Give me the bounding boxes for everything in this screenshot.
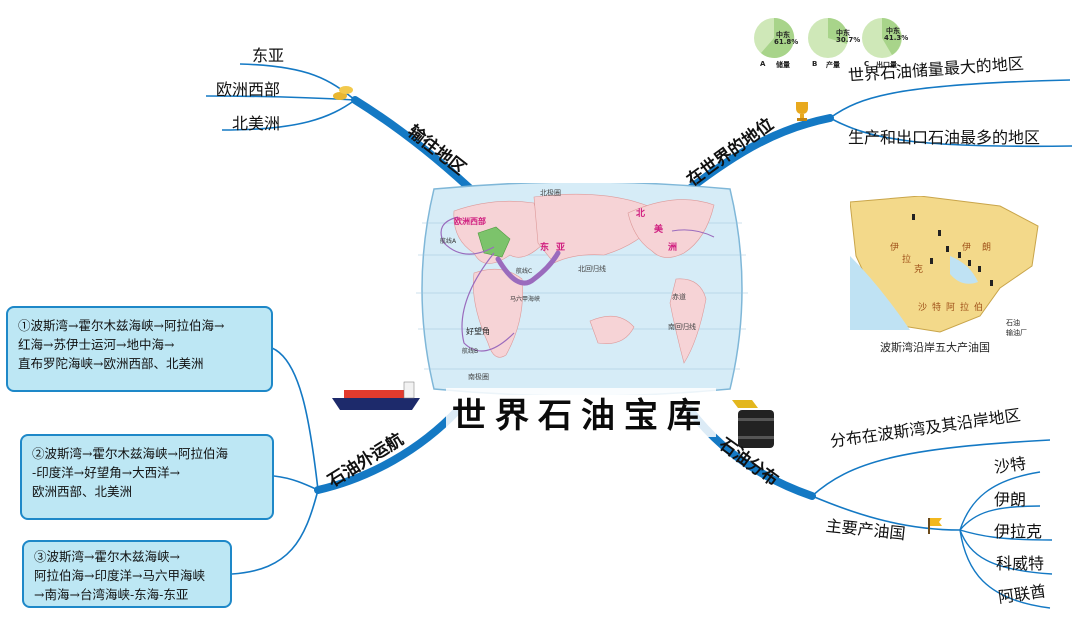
route-3-line-2: 阿拉伯海→印度洋→马六甲海峡 <box>34 568 205 583</box>
map-label-continent: 洲 <box>668 243 678 253</box>
export-region-east-asia: 东亚 <box>252 46 285 65</box>
pie-b-name: 产量 <box>826 61 840 69</box>
map-label-east: 东 <box>540 243 550 253</box>
inset-label-1: 伊 <box>890 243 900 253</box>
map-label-antarctic-circle: 南极圈 <box>468 373 489 381</box>
route-1-line-2: 红海→苏伊士运河→地中海→ <box>18 337 175 352</box>
export-region-north-america: 北美洲 <box>232 114 281 133</box>
inset-label-6: 沙 <box>918 303 928 313</box>
map-label-route-a: 航线A <box>440 238 457 245</box>
map-label-america: 美 <box>654 225 664 235</box>
gold-coins-icon <box>333 86 353 100</box>
oil-tanker-icon <box>332 381 420 410</box>
route-3-line-1: ③波斯湾→霍尔木兹海峡→ <box>34 549 180 564</box>
producer-iraq: 伊拉克 <box>994 522 1043 541</box>
map-label-asia: 亚 <box>556 243 566 253</box>
map-label-cape-good-hope: 好望角 <box>466 327 490 336</box>
inset-map-caption: 波斯湾沿岸五大产油国 <box>880 341 990 354</box>
pie-c-name: 出口量 <box>876 61 897 69</box>
pie-a-percent: 61.8% <box>774 38 799 46</box>
persian-gulf-inset-map <box>850 196 1039 333</box>
pie-b-percent: 30.7% <box>836 36 861 44</box>
inset-label-3: 克 <box>914 265 924 275</box>
pie-a-inner: 中东 <box>776 31 790 39</box>
route-3-line-3: →南海→台湾海峡-东海-东亚 <box>34 587 189 602</box>
map-label-tropic-capricorn: 南回归线 <box>668 323 696 331</box>
inset-label-8: 阿 <box>946 303 956 313</box>
map-label-route-c: 航线C <box>516 268 533 275</box>
export-region-western-europe: 欧洲西部 <box>216 80 281 99</box>
inset-label-5: 朗 <box>982 243 992 253</box>
producer-saudi: 沙特 <box>992 453 1028 477</box>
pie-c-inner: 中东 <box>886 27 900 35</box>
inset-label-9: 拉 <box>960 303 970 313</box>
route-2-line-2: -印度洋→好望角→大西洋→ <box>32 465 181 480</box>
pie-a-name: 储量 <box>776 61 790 69</box>
inset-label-2: 拉 <box>902 255 912 265</box>
map-label-arctic-circle: 北极圈 <box>540 189 561 197</box>
trophy-icon <box>796 102 808 121</box>
route-2-line-1: ②波斯湾→霍尔木兹海峡→阿拉伯海 <box>32 446 228 461</box>
route-1-line-1: ①波斯湾→霍尔木兹海峡→阿拉伯海→ <box>18 318 225 333</box>
pie-b-inner: 中东 <box>836 29 850 37</box>
map-label-western-europe: 欧洲西部 <box>454 217 486 226</box>
world-status-production-export: 生产和出口石油最多的地区 <box>848 128 1041 147</box>
map-label-equator: 赤道 <box>672 293 686 301</box>
pie-charts <box>754 17 902 58</box>
oil-barrel-icon <box>732 400 774 448</box>
route-1-line-3: 直布罗陀海峡→欧洲西部、北美洲 <box>18 356 204 371</box>
pie-c-letter: C <box>864 60 870 68</box>
flag-icon <box>928 518 942 534</box>
world-map <box>416 183 748 395</box>
inset-label-7: 特 <box>932 303 942 313</box>
shipping-route-2: ②波斯湾→霍尔木兹海峡→阿拉伯海 -印度洋→好望角→大西洋→ 欧洲西部、北美洲 <box>20 434 274 520</box>
pie-a-letter: A <box>760 60 766 68</box>
page-title: 世界石油宝库 <box>446 388 716 437</box>
shipping-route-3: ③波斯湾→霍尔木兹海峡→ 阿拉伯海→印度洋→马六甲海峡 →南海→台湾海峡-东海-… <box>22 540 232 608</box>
pie-c-percent: 41.3% <box>884 34 909 42</box>
inset-legend-refinery: 输油厂 <box>1006 329 1027 337</box>
map-label-malacca: 马六甲海峡 <box>510 296 541 303</box>
map-label-tropic-cancer: 北回归线 <box>578 265 606 273</box>
route-2-line-3: 欧洲西部、北美洲 <box>32 484 133 499</box>
shipping-route-1: ①波斯湾→霍尔木兹海峡→阿拉伯海→ 红海→苏伊士运河→地中海→ 直布罗陀海峡→欧… <box>6 306 273 392</box>
pie-b-letter: B <box>812 60 818 68</box>
map-label-route-b: 航线B <box>462 348 479 355</box>
map-label-north: 北 <box>636 209 646 219</box>
producer-kuwait: 科威特 <box>996 554 1045 573</box>
inset-legend-oil: 石油 <box>1006 319 1020 327</box>
producer-iran: 伊朗 <box>994 490 1027 509</box>
inset-label-10: 伯 <box>974 303 984 313</box>
inset-label-4: 伊 <box>962 243 972 253</box>
